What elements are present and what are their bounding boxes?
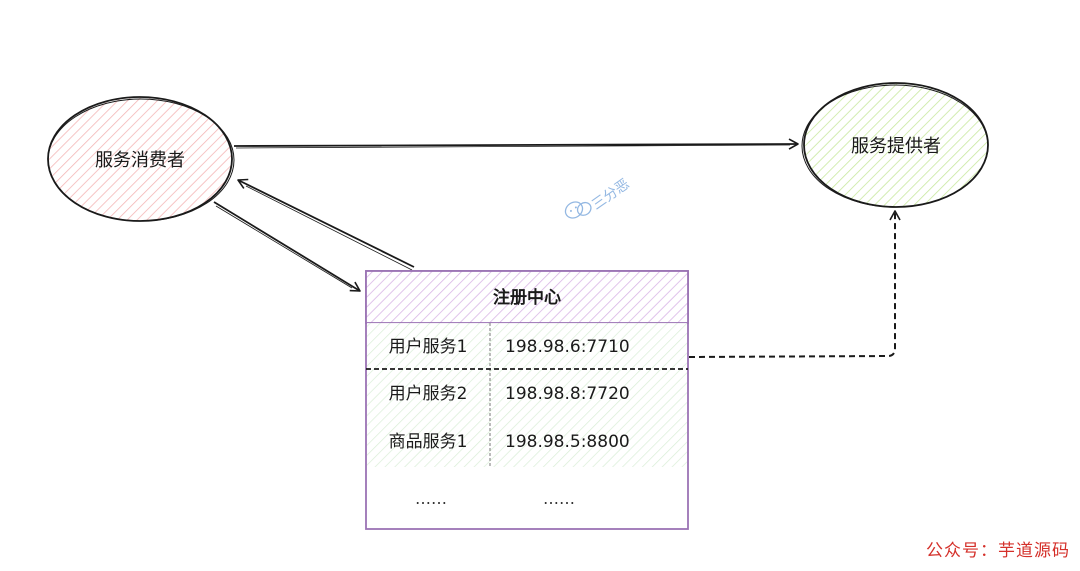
service-cell: 商品服务1 (389, 432, 468, 452)
watermark: 三分恶 (564, 176, 633, 219)
subscribe-arrow (213, 201, 361, 292)
service-cell: 用户服务1 (389, 337, 468, 357)
provider-node: 服务提供者 (801, 82, 989, 208)
register-arrow (688, 210, 901, 358)
ellipsis-left: …… (415, 489, 447, 508)
registry-table: 注册中心 用户服务1 198.98.6:7710 用户服务2 198.98.8:… (365, 270, 689, 530)
table-row: 用户服务1 198.98.6:7710 (389, 337, 630, 357)
footer-credit: 公众号：芋道源码 (926, 541, 1070, 561)
address-cell: 198.98.8:7720 (505, 384, 630, 404)
table-row: 用户服务2 198.98.8:7720 (389, 384, 630, 404)
notify-arrow (237, 178, 415, 271)
address-cell: 198.98.6:7710 (505, 337, 630, 357)
wechat-icon (564, 201, 592, 219)
consumer-node: 服务消费者 (47, 96, 235, 222)
invoke-arrow (233, 138, 799, 150)
ellipsis-right: …… (543, 489, 575, 508)
provider-label: 服务提供者 (851, 136, 941, 157)
registry-title: 注册中心 (493, 287, 561, 308)
table-row: 商品服务1 198.98.5:8800 (389, 432, 630, 452)
consumer-label: 服务消费者 (95, 150, 185, 171)
watermark-text: 三分恶 (589, 176, 633, 213)
address-cell: 198.98.5:8800 (505, 432, 630, 452)
service-cell: 用户服务2 (389, 384, 468, 404)
registry-header (365, 270, 689, 324)
